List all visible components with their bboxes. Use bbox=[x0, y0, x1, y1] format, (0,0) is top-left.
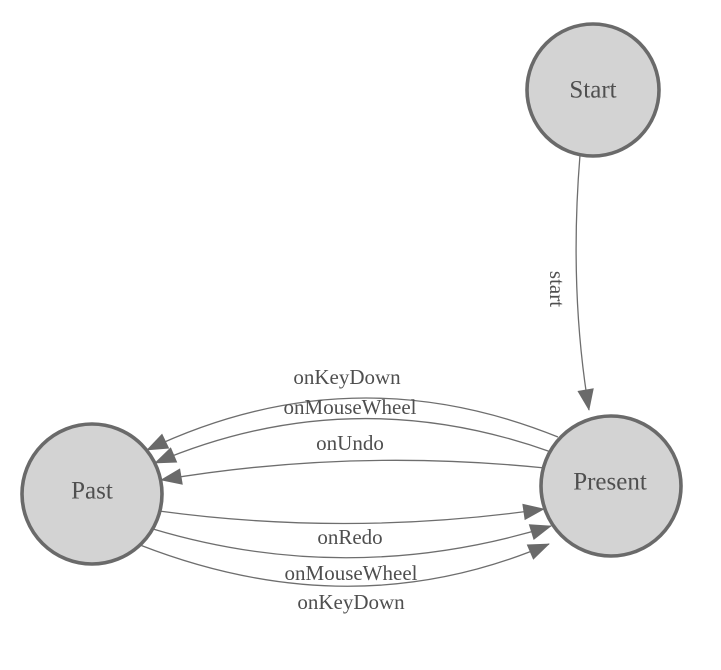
edge-present-to-past-onmousewheel bbox=[154, 417, 552, 464]
edge-present-to-past-onundo bbox=[160, 459, 546, 485]
edge-label-onundo: onUndo bbox=[316, 431, 384, 455]
edge-label-group: start onKeyDown onMouseWheel onUndo onRe… bbox=[284, 271, 569, 614]
state-node-present: Present bbox=[539, 414, 683, 558]
edge-past-to-present-onkeydown bbox=[139, 543, 550, 587]
edge-label-onkeydown-bottom: onKeyDown bbox=[297, 590, 405, 614]
edge-label-start: start bbox=[545, 271, 569, 307]
edge-label-onredo: onRedo bbox=[317, 525, 382, 549]
start-node-label: Start bbox=[569, 77, 616, 104]
edge-past-to-present-onredo bbox=[158, 503, 545, 525]
past-node-label: Past bbox=[71, 478, 113, 505]
past-node-circle bbox=[20, 422, 164, 566]
node-group: Start Present Past bbox=[20, 22, 683, 566]
edge-label-onkeydown-top: onKeyDown bbox=[293, 365, 401, 389]
edge-present-to-past-onkeydown bbox=[146, 397, 559, 451]
present-node-circle bbox=[539, 414, 683, 558]
state-node-past: Past bbox=[20, 422, 164, 566]
edge-group bbox=[139, 154, 594, 587]
state-node-start: Start bbox=[525, 22, 661, 158]
edge-label-onmousewheel-bottom: onMouseWheel bbox=[285, 561, 418, 585]
edge-past-to-present-onmousewheel bbox=[152, 524, 552, 559]
edge-start-to-present bbox=[575, 154, 594, 411]
edge-label-onmousewheel-top: onMouseWheel bbox=[284, 395, 417, 419]
start-node-circle bbox=[525, 22, 661, 158]
present-node-label: Present bbox=[573, 469, 647, 496]
